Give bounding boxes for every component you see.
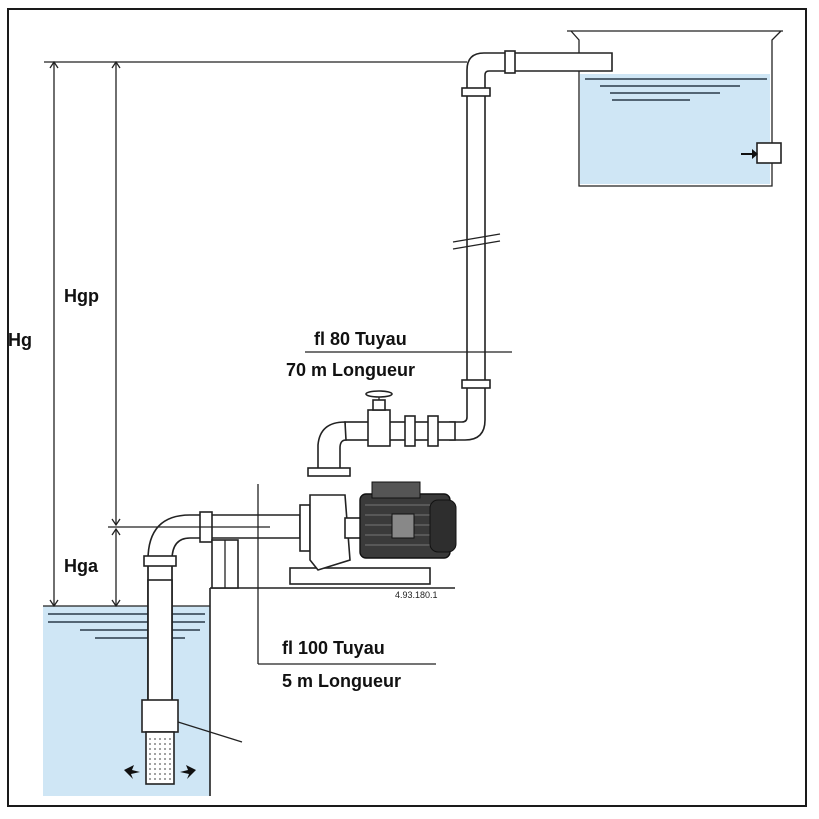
pump-motor-unit: [289, 481, 457, 585]
upper-tank-water: [580, 74, 770, 184]
suction-arrow-left-icon: [124, 765, 140, 779]
dimension-lines: [44, 60, 512, 665]
foot-valve: [141, 699, 179, 733]
suction-pipe: [124, 511, 301, 785]
discharge-pipe-diameter-label: fl 80 Tuyau: [314, 329, 407, 349]
upper-tank: [567, 30, 783, 187]
outlet-arrow-icon: [741, 149, 758, 159]
suction-arrow-right-icon: [180, 765, 196, 779]
suction-pipe-length-label: 5 m Longueur: [282, 671, 401, 691]
discharge-pipe: [307, 50, 613, 477]
lower-reservoir: [43, 588, 211, 796]
suction-pipe-diameter-label: fl 100 Tuyau: [282, 638, 385, 658]
hgp-label: Hgp: [64, 286, 99, 306]
lower-reservoir-water: [43, 606, 210, 796]
pump-ref-label: 4.93.180.1: [395, 590, 438, 600]
hg-label: Hg: [8, 330, 32, 350]
hga-label: Hga: [64, 556, 99, 576]
discharge-pipe-length-label: 70 m Longueur: [286, 360, 415, 380]
